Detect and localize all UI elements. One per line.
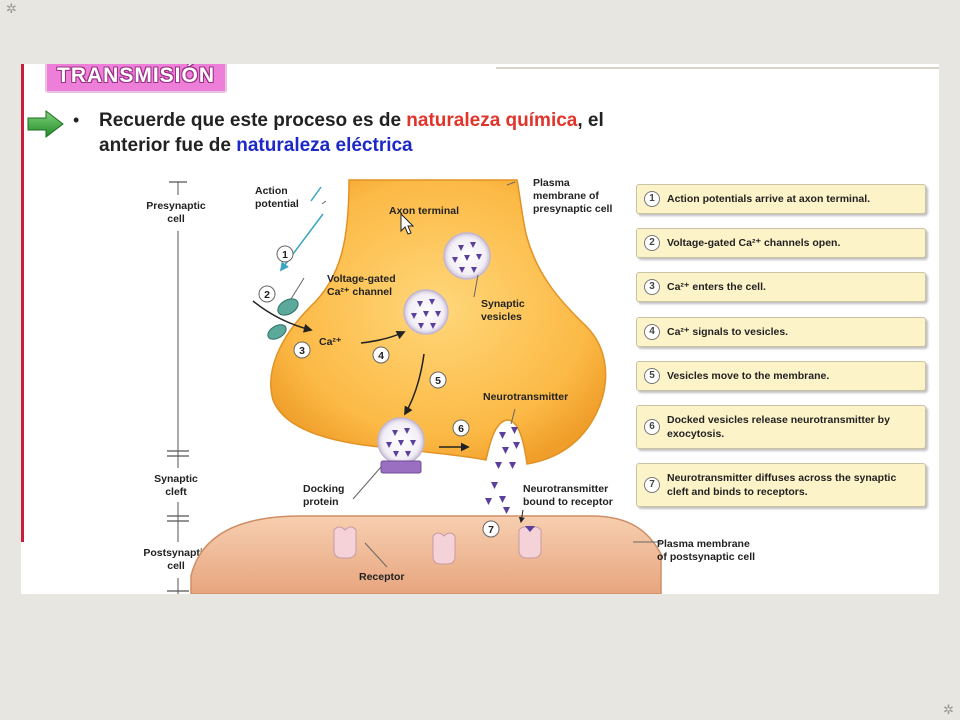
diagram-step-number: 4 — [372, 346, 390, 364]
plasma-membrane-postsynaptic-label: of postsynaptic cell — [657, 551, 755, 563]
diagram-step-number: 3 — [293, 341, 311, 359]
synaptic-vesicle — [403, 289, 449, 335]
postsynaptic-cell — [190, 515, 662, 594]
corner-ornament-icon: ✲ — [6, 2, 17, 17]
docking-protein — [380, 460, 422, 474]
plasma-membrane-presynaptic-label: presynaptic cell — [533, 203, 612, 215]
action-potential-label: Action — [255, 185, 288, 197]
bullet-part: , el anterior fue de — [99, 110, 604, 156]
mouse-cursor-icon — [400, 212, 415, 235]
bullet-text: Recuerde que este proceso es de naturale… — [99, 108, 659, 158]
voltage-gated-channel-label: Ca²⁺ channel — [327, 286, 392, 298]
receptor-icon — [518, 526, 542, 559]
diagram-step-number: 7 — [482, 520, 500, 538]
svg-text:2: 2 — [264, 289, 270, 301]
plasma-membrane-presynaptic-label: Plasma — [533, 177, 570, 189]
bullet-highlight-electric: naturaleza eléctrica — [236, 135, 413, 156]
left-axis: Presynaptic cell Synaptic cleft Postsyna… — [129, 181, 229, 594]
postsynaptic-label: Postsynaptic — [143, 547, 209, 559]
synaptic-cleft-label: cleft — [165, 486, 187, 498]
plasma-membrane-postsynaptic-label: Plasma membrane — [657, 538, 750, 550]
calcium-label: Ca²⁺ — [319, 336, 342, 348]
corner-ornament-icon: ✲ — [943, 703, 954, 718]
diagram-step-number: 2 — [258, 285, 276, 303]
synaptic-vesicles-label: Synaptic — [481, 298, 525, 310]
slide-accent-line — [21, 64, 24, 542]
docking-protein-label: Docking — [303, 483, 344, 495]
slide-title: TRANSMISIÓN — [45, 64, 227, 93]
presynaptic-label: cell — [167, 213, 185, 225]
action-potential-label: potential — [255, 198, 299, 210]
bullet-highlight-chemical: naturaleza química — [406, 110, 578, 131]
slide: TRANSMISIÓN • Recuerde que este proceso … — [21, 64, 939, 594]
green-arrow-icon — [27, 110, 64, 138]
synaptic-vesicle — [443, 232, 491, 280]
diagram-step-number: 1 — [276, 245, 294, 263]
diagram-step-number: 5 — [429, 371, 447, 389]
axon-terminal-label: Axon terminal — [389, 205, 459, 217]
nt-bound-label: Neurotransmitter — [523, 483, 608, 495]
synaptic-cleft-label: Synaptic — [154, 473, 198, 485]
docked-vesicle — [377, 417, 425, 465]
svg-text:5: 5 — [435, 375, 441, 387]
synapse-diagram: Presynaptic cell Synaptic cleft Postsyna… — [129, 177, 755, 594]
header-rule — [496, 67, 939, 69]
neurotransmitter-molecules — [485, 427, 520, 514]
svg-text:6: 6 — [458, 423, 464, 435]
nt-bound-label: bound to receptor — [523, 496, 613, 508]
svg-text:1: 1 — [282, 249, 288, 261]
svg-text:4: 4 — [378, 350, 384, 362]
voltage-gated-channel-icon — [267, 298, 299, 340]
svg-text:7: 7 — [488, 524, 494, 536]
receptor-icon — [432, 532, 456, 565]
voltage-gated-channel-label: Voltage-gated — [327, 273, 396, 285]
docking-protein-label: protein — [303, 496, 339, 508]
receptor-icon — [333, 526, 357, 559]
plasma-membrane-presynaptic-label: membrane of — [533, 190, 599, 202]
synaptic-vesicles-label: vesicles — [481, 311, 522, 323]
bullet-part: Recuerde que este proceso es de — [99, 110, 407, 131]
receptor-label: Receptor — [359, 571, 405, 583]
svg-text:3: 3 — [299, 345, 305, 357]
presynaptic-label: Presynaptic — [146, 200, 206, 212]
neurotransmitter-label: Neurotransmitter — [483, 391, 568, 403]
diagram-step-number: 6 — [452, 419, 470, 437]
postsynaptic-label: cell — [167, 560, 185, 572]
bullet-dot: • — [73, 110, 80, 130]
